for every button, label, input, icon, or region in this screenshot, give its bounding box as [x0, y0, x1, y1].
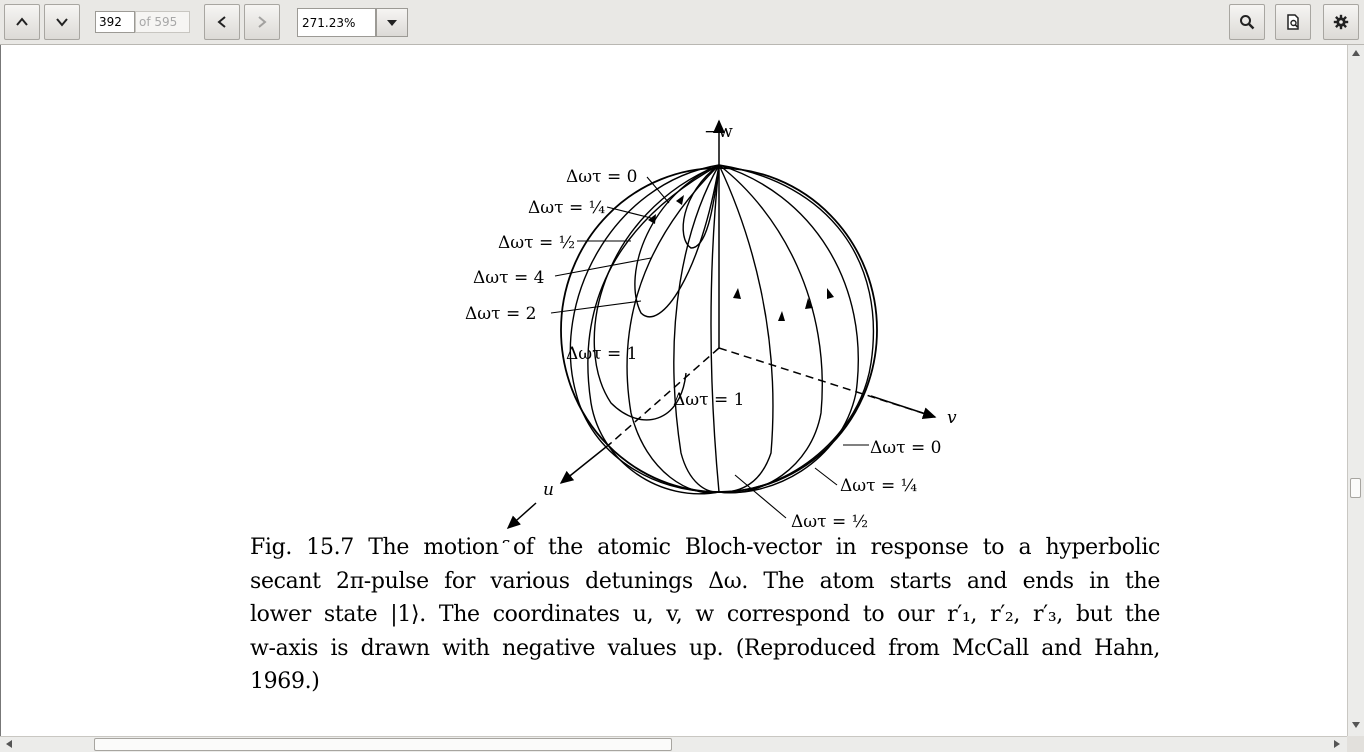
page-count: of 595 — [135, 11, 190, 33]
label-leaders — [550, 176, 869, 519]
axes — [506, 119, 937, 529]
chevron-down-icon — [56, 18, 68, 27]
axis-label-u: u — [543, 480, 554, 500]
caption-line: 1969.) — [250, 669, 320, 694]
triangle-up-icon — [1352, 50, 1360, 56]
scroll-up-arrow[interactable] — [1349, 46, 1363, 60]
caption-line: secant 2π-pulse for various detunings Δω… — [250, 568, 1160, 594]
vertical-scrollbar[interactable] — [1347, 45, 1364, 736]
axis-label-w: −w — [704, 122, 733, 142]
caption-line: lower state |1⟩. The coordinates u, v, w… — [250, 602, 1160, 627]
scroll-down-arrow[interactable] — [1349, 718, 1363, 732]
label-dwt-2: Δωτ = 2 — [465, 304, 536, 324]
chevron-up-icon — [16, 17, 28, 26]
label-dwt-half-left: Δωτ = ½ — [498, 233, 575, 253]
next-page-button[interactable] — [44, 4, 80, 40]
label-dwt-0-right: Δωτ = 0 — [870, 438, 941, 458]
axis-label-v: v — [947, 408, 957, 428]
triangle-right-icon — [1334, 740, 1340, 748]
document-properties-button[interactable] — [1275, 4, 1311, 40]
label-dwt-1-left: Δωτ = 1 — [566, 344, 637, 364]
document-icon — [1287, 14, 1299, 30]
curve-arrowheads — [648, 195, 834, 321]
toolbar: of 595 — [0, 0, 1364, 45]
zoom-dropdown-button[interactable] — [376, 8, 408, 37]
gear-icon — [1333, 14, 1349, 30]
previous-page-button[interactable] — [4, 4, 40, 40]
caption-line: w-axis is drawn with negative values up.… — [250, 635, 1160, 661]
horizontal-scroll-thumb[interactable] — [94, 738, 672, 751]
label-dwt-quarter-right: Δωτ = ¼ — [840, 476, 917, 496]
figure-caption: Fig. 15.7 The motion of the atomic Bloch… — [250, 531, 1160, 699]
search-button[interactable] — [1229, 4, 1265, 40]
label-dwt-0-left: Δωτ = 0 — [566, 167, 637, 187]
forward-button[interactable] — [244, 4, 280, 40]
scrollbar-corner — [1347, 736, 1364, 752]
horizontal-scrollbar[interactable] — [0, 736, 1347, 752]
label-dwt-1-center: Δωτ = 1 — [673, 390, 744, 410]
document-viewer: −w v u ε Δωτ = 0 Δωτ = ¼ Δωτ = ½ Δωτ = 4… — [0, 45, 1347, 736]
trajectory-curves — [569, 164, 875, 495]
bloch-sphere-figure: −w v u ε Δωτ = 0 Δωτ = ¼ Δωτ = ½ Δωτ = 4… — [465, 119, 957, 543]
caret-down-icon — [387, 19, 397, 26]
settings-button[interactable] — [1323, 4, 1359, 40]
page-number-input[interactable] — [95, 11, 135, 33]
label-dwt-4: Δωτ = 4 — [473, 268, 544, 288]
chevron-left-icon — [217, 16, 226, 28]
search-icon — [1240, 15, 1255, 30]
label-dwt-quarter-left: Δωτ = ¼ — [528, 198, 605, 218]
back-button[interactable] — [204, 4, 240, 40]
triangle-left-icon — [6, 740, 12, 748]
zoom-input[interactable] — [297, 8, 376, 37]
axis-label-epsilon: ε — [501, 534, 510, 543]
scroll-right-arrow[interactable] — [1330, 737, 1344, 751]
scroll-left-arrow[interactable] — [2, 737, 16, 751]
vertical-scroll-thumb[interactable] — [1350, 478, 1361, 498]
label-dwt-half-right: Δωτ = ½ — [791, 512, 868, 532]
caption-line: Fig. 15.7 The motion of the atomic Bloch… — [250, 535, 1160, 560]
triangle-down-icon — [1352, 722, 1360, 728]
chevron-right-icon — [258, 16, 267, 28]
